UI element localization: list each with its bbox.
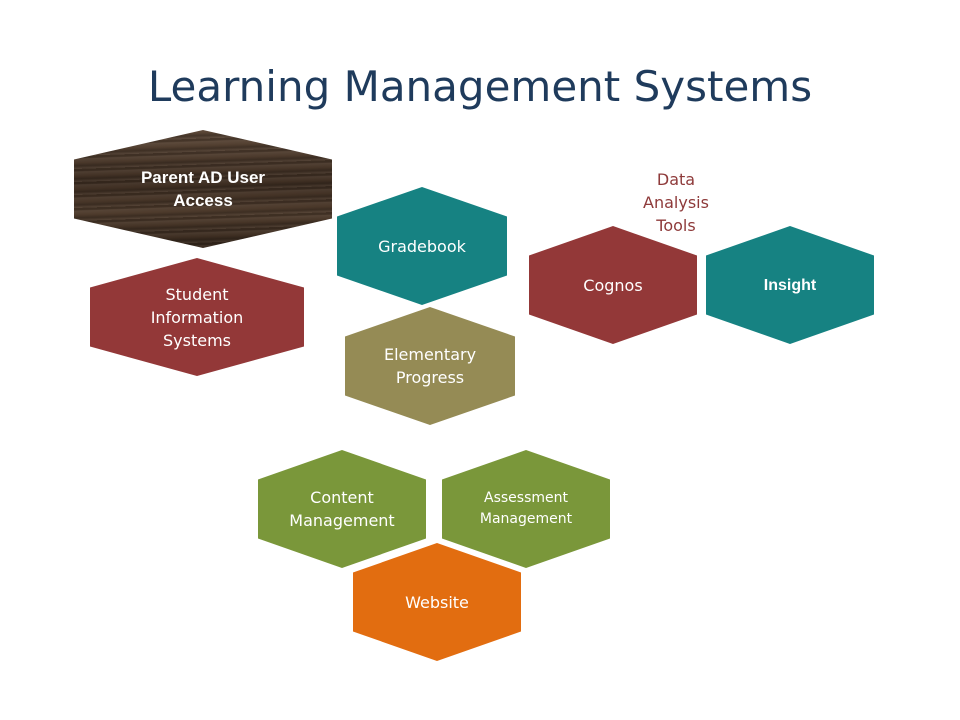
hex-label: Cognos — [583, 275, 643, 295]
hex-website: Website — [353, 543, 521, 661]
hex-label: Gradebook — [378, 236, 466, 256]
hex-parent-ad-user-access: Parent AD User Access — [74, 130, 332, 248]
hex-gradebook: Gradebook — [337, 187, 507, 305]
hex-cognos: Cognos — [529, 226, 697, 344]
hex-insight: Insight — [706, 226, 874, 344]
hex-label: Student Information Systems — [150, 284, 244, 350]
hex-label: Elementary Progress — [383, 345, 477, 387]
hex-label: Parent AD User Access — [140, 168, 266, 210]
hex-elementary-progress: Elementary Progress — [345, 307, 515, 425]
data-analysis-tools-label: Data Analysis Tools — [643, 170, 709, 235]
page-title: Learning Management Systems — [147, 62, 813, 111]
hex-student-information-systems: Student Information Systems — [90, 258, 304, 376]
hex-label: Content Management — [289, 488, 395, 530]
hex-label: Assessment Management — [479, 490, 573, 527]
hex-label: Website — [405, 592, 469, 612]
hex-assessment-management: Assessment Management — [442, 450, 610, 568]
hex-content-management: Content Management — [258, 450, 426, 568]
hex-label: Insight — [763, 276, 817, 294]
